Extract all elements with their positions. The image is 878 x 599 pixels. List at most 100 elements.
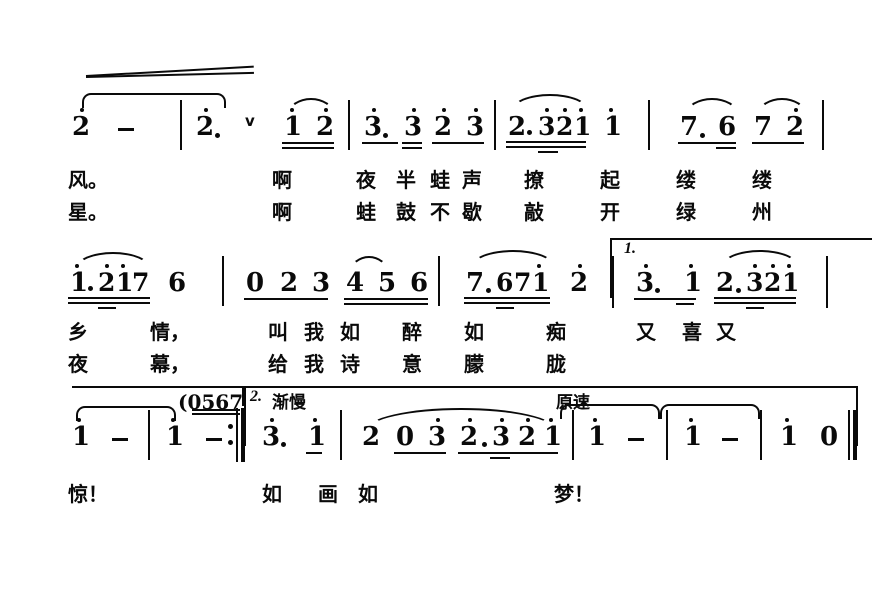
note: 1 [308,422,327,452]
lyric: 诗 [340,352,360,376]
lyric: 我 [304,320,324,344]
note: 3 [428,422,447,452]
octave-dot-up [689,264,693,268]
barline [666,410,668,460]
barline [236,408,238,462]
beam [538,151,558,153]
barline [222,256,224,306]
beam [714,302,796,304]
note: 2 [508,112,527,142]
octave-dot-up [105,264,109,268]
note: 2 [786,112,805,142]
note: 6 [410,268,429,298]
barline [612,256,614,308]
octave-dot-up [644,264,648,268]
lyric: 幕， [150,352,190,376]
augmentation-dot [527,130,532,135]
beam [244,298,328,300]
note: 4 [346,268,365,298]
note: 6 [168,268,187,298]
note: 3 [262,422,281,452]
system-1: 2 2 v 1 2 3 3 2 3 2 3 [0,0,878,225]
final-barline [853,410,857,460]
volta-label-2: 2. [250,388,262,405]
beam [306,452,322,454]
volta-label-1: 1. [624,240,636,257]
octave-dot-up [80,108,84,112]
note: 1 [684,268,703,298]
note: 3 [746,268,764,297]
note: 0 [246,268,265,298]
lyric: 朦 [464,352,484,376]
note: 1 [284,112,303,142]
beam [402,147,422,149]
lyric: 缕 [752,168,772,192]
octave-dot-up [171,418,175,422]
beam [490,457,510,459]
repeat-dot [228,440,233,445]
lyric: 蛙 [430,168,450,192]
slur [288,98,334,114]
note: 2 [716,268,735,298]
note: 1 [116,268,134,297]
lyric: 乡 [68,320,88,344]
lyric: 如 [464,320,484,344]
augmentation-dot [482,442,487,447]
beam [464,302,550,304]
lyric: 鼓 [396,200,416,224]
augmentation-dot [88,286,93,291]
lyric: 撩 [524,168,544,192]
note: 2 [72,112,91,142]
slur [350,256,388,272]
note: 7 [754,112,773,142]
note: 7 [132,268,150,297]
beam [714,297,796,299]
lyric: 蛙 [356,200,376,224]
octave-dot-up [578,264,582,268]
slur [722,250,798,266]
note: 1 [532,268,550,297]
slur [76,252,150,268]
note: 2 [316,112,335,142]
beam [344,298,428,300]
volta-bracket-1-continued [72,386,244,406]
note: 2 [280,268,299,298]
note: 3 [404,112,423,142]
octave-dot-up [270,418,274,422]
augmentation-dot [700,133,705,138]
beam [282,142,334,144]
beam [752,142,804,144]
octave-dot-up [689,418,693,422]
lyric: 敲 [524,200,544,224]
beam [192,409,240,411]
octave-dot-up [579,108,583,112]
system-2: 1. 1 2 1 7 6 0 2 3 4 5 6 7 6 7 1 [68,238,872,376]
lyric: 我 [304,352,324,376]
octave-dot-up [313,418,317,422]
note: 1 [588,422,607,452]
octave-dot-up [474,108,478,112]
octave-dot-up [204,108,208,112]
lyric: 醉 [402,320,422,344]
barline [572,410,574,460]
octave-dot-up [77,418,81,422]
lyric: 意 [402,352,422,376]
octave-dot-up [549,418,553,422]
lyric: 啊 [272,168,292,192]
beam [402,142,422,144]
note: 1 [70,268,89,298]
lyric: 情， [150,320,190,344]
note: 6 [718,112,737,142]
beam [746,307,764,309]
beam [716,147,736,149]
octave-dot-up [537,264,541,268]
note: 1 [782,268,800,297]
beam [506,146,586,148]
sustain-dash [206,438,222,441]
lyric: 如 [358,482,378,506]
octave-dot-up [442,108,446,112]
note: 1 [544,422,563,452]
beam [362,142,398,144]
octave-dot-up [563,108,567,112]
